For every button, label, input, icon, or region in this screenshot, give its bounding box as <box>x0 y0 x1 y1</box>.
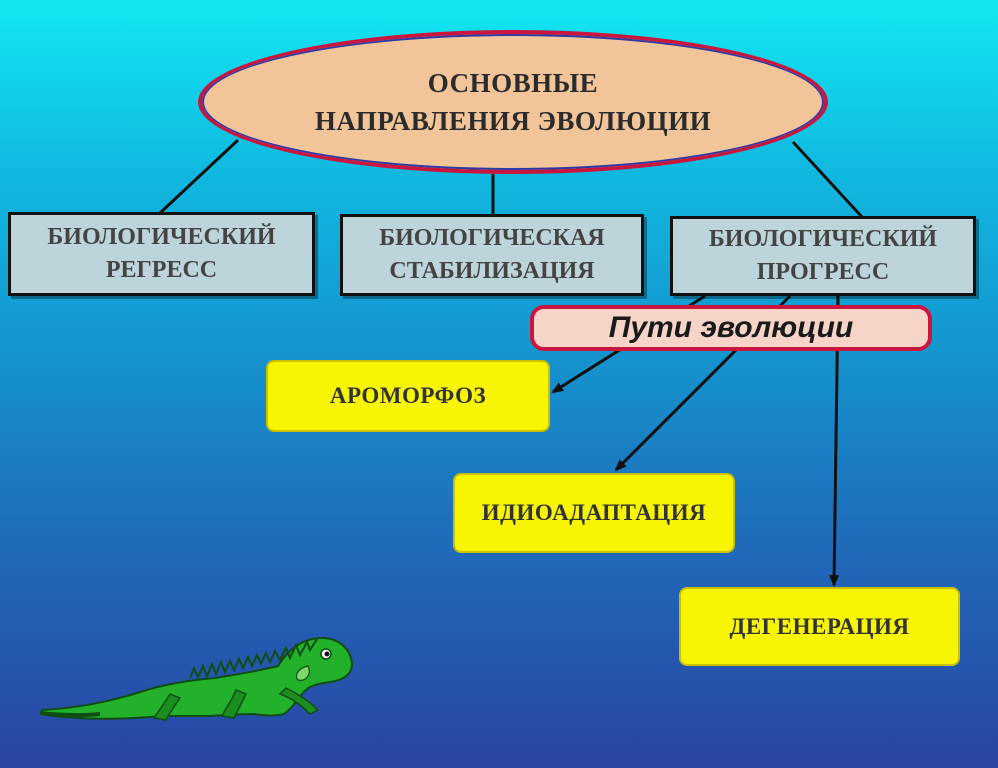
direction-label-progress: БИОЛОГИЧЕСКИЙ ПРОГРЕСС <box>708 226 938 285</box>
direction-box-progress: БИОЛОГИЧЕСКИЙ ПРОГРЕСС <box>670 216 976 296</box>
direction-label-regress: БИОЛОГИЧЕСКИЙ РЕГРЕСС <box>47 224 276 283</box>
way-label-degeneration: ДЕГЕНЕРАЦИЯ <box>729 613 910 639</box>
direction-box-stabilization: БИОЛОГИЧЕСКАЯ СТАБИЛИЗАЦИЯ <box>340 214 644 296</box>
main-title: ОСНОВНЫЕ НАПРАВЛЕНИЯ ЭВОЛЮЦИИ <box>315 64 711 140</box>
main-title-line-2: НАПРАВЛЕНИЯ ЭВОЛЮЦИИ <box>314 106 712 136</box>
lizard-icon <box>40 636 354 721</box>
direction-label-stabilization: БИОЛОГИЧЕСКАЯ СТАБИЛИЗАЦИЯ <box>379 225 605 284</box>
way-box-idioadaptation: ИДИОАДАПТАЦИЯ <box>453 473 735 553</box>
ways-of-evolution-label: Пути эволюции <box>608 311 854 344</box>
way-label-idioadaptation: ИДИОАДАПТАЦИЯ <box>481 500 707 525</box>
direction-box-regress: БИОЛОГИЧЕСКИЙ РЕГРЕСС <box>8 212 315 296</box>
main-title-line-1: ОСНОВНЫЕ <box>427 68 599 98</box>
main-title-ellipse: ОСНОВНЫЕ НАПРАВЛЕНИЯ ЭВОЛЮЦИИ <box>198 30 828 174</box>
connector-to-progress <box>791 140 864 219</box>
way-box-aromorphosis: АРОМОРФОЗ <box>266 360 550 432</box>
way-box-degeneration: ДЕГЕНЕРАЦИЯ <box>679 587 960 666</box>
ways-of-evolution-banner: Пути эволюции <box>530 305 932 351</box>
way-label-aromorphosis: АРОМОРФОЗ <box>329 383 487 408</box>
connector-to-regress <box>158 138 240 215</box>
